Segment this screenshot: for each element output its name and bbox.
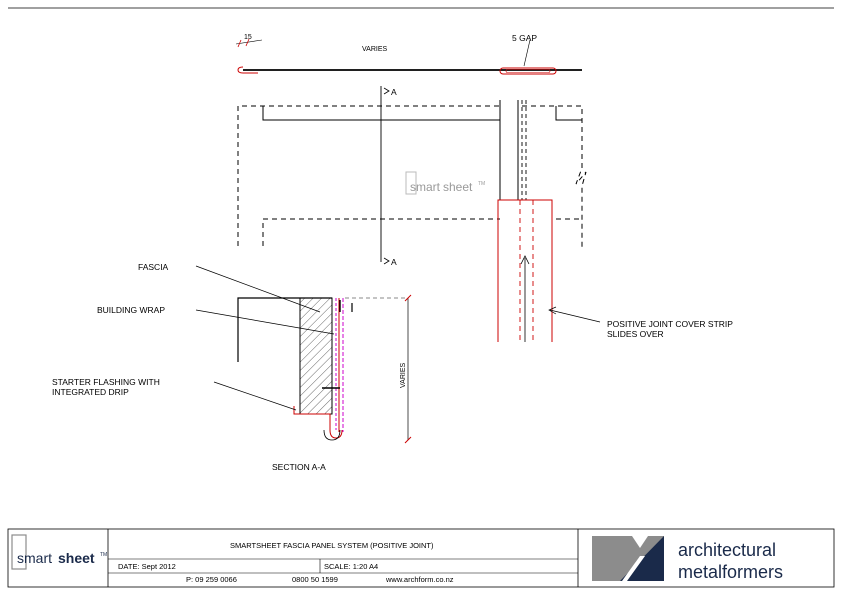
plan-left-return — [237, 66, 258, 74]
elevation-outer-left — [237, 105, 500, 246]
drawing-scale: SCALE: 1:20 A4 — [324, 562, 378, 571]
company-logo-white-notch — [632, 536, 648, 548]
leader-fascia — [195, 265, 321, 313]
cover-strip-outline — [497, 199, 553, 342]
dim-varies-top-text: VARIES — [362, 46, 387, 53]
label-fascia: FASCIA — [138, 262, 169, 272]
section-arrow-top — [383, 87, 390, 95]
watermark-logo: smart sheet TM — [405, 171, 485, 195]
dim-varies-side-text: VARIES — [400, 363, 407, 388]
drawing-date: DATE: Sept 2012 — [118, 562, 176, 571]
label-starter-line2: INTEGRATED DRIP — [52, 387, 129, 397]
smartsheet-logo-box — [11, 534, 27, 570]
watermark-tm: TM — [478, 181, 485, 187]
starter-flashing — [293, 406, 343, 439]
label-building-wrap: BUILDING WRAP — [97, 305, 165, 315]
drip-bead — [323, 429, 341, 441]
leader-building-wrap — [195, 309, 335, 335]
watermark-box — [405, 171, 417, 195]
elevation-lower-dashed — [262, 218, 500, 246]
contact-phone: P: 09 259 0066 — [186, 575, 237, 584]
watermark-sheet: sheet — [443, 180, 473, 194]
dim-15-tick-b — [245, 38, 250, 47]
title-block-frame — [7, 528, 835, 588]
plan-gap-leader — [523, 39, 531, 67]
smartsheet-logo-smart: smart — [17, 550, 52, 566]
contact-website: www.archform.co.nz — [385, 575, 454, 584]
smartsheet-logo-sheet: sheet — [58, 550, 95, 566]
company-name-line1: architectural — [678, 540, 776, 560]
drawing-title: SMARTSHEET FASCIA PANEL SYSTEM (POSITIVE… — [230, 541, 434, 550]
dim-15-text: 15 — [244, 34, 252, 41]
dim-varies-tick-top — [404, 294, 412, 302]
elevation-inner-return — [262, 106, 500, 121]
plan-joint-cover-inner — [505, 69, 551, 73]
section-marker-bottom: A — [391, 257, 397, 267]
section-cut-line: A A — [380, 86, 397, 267]
section-detail: VARIES FASCIA BUILDING WRAP STARTER FLAS… — [52, 262, 733, 472]
leader-joint-arrow — [548, 306, 557, 315]
elevation-right-return — [555, 106, 582, 121]
label-joint-line1: POSITIVE JOINT COVER STRIP — [607, 319, 733, 329]
company-logo: architectural metalformers — [592, 536, 783, 582]
timber-hatch — [299, 297, 333, 415]
slide-arrow-head — [520, 255, 530, 265]
label-starter-line1: STARTER FLASHING WITH — [52, 377, 160, 387]
label-section: SECTION A-A — [272, 462, 326, 472]
contact-freephone: 0800 50 1599 — [292, 575, 338, 584]
dim-gap-text: 5 GAP — [512, 33, 537, 43]
section-marker-top: A — [391, 87, 397, 97]
dim-15-tick-a — [237, 39, 242, 48]
leader-starter — [213, 381, 297, 411]
title-block: smart sheet TM SMARTSHEET FASCIA PANEL S… — [7, 528, 835, 588]
dim-15-line — [235, 39, 263, 45]
watermark-smart: smart — [410, 180, 441, 194]
label-joint-line2: SLIDES OVER — [607, 329, 664, 339]
smartsheet-logo-tm: TM — [100, 552, 107, 558]
plan-joint-cover — [499, 67, 557, 75]
elevation-outer-right — [522, 105, 587, 248]
smartsheet-logo: smart sheet TM — [11, 534, 107, 570]
company-logo-white-slash — [622, 556, 645, 581]
leader-joint — [549, 309, 601, 323]
dim-varies-tick-bottom — [404, 436, 412, 444]
plan-strip: 15 VARIES 5 GAP — [235, 33, 582, 75]
elevation-view: smart sheet TM — [237, 100, 587, 342]
section-arrow-bottom — [383, 257, 390, 265]
company-name-line2: metalformers — [678, 562, 783, 582]
